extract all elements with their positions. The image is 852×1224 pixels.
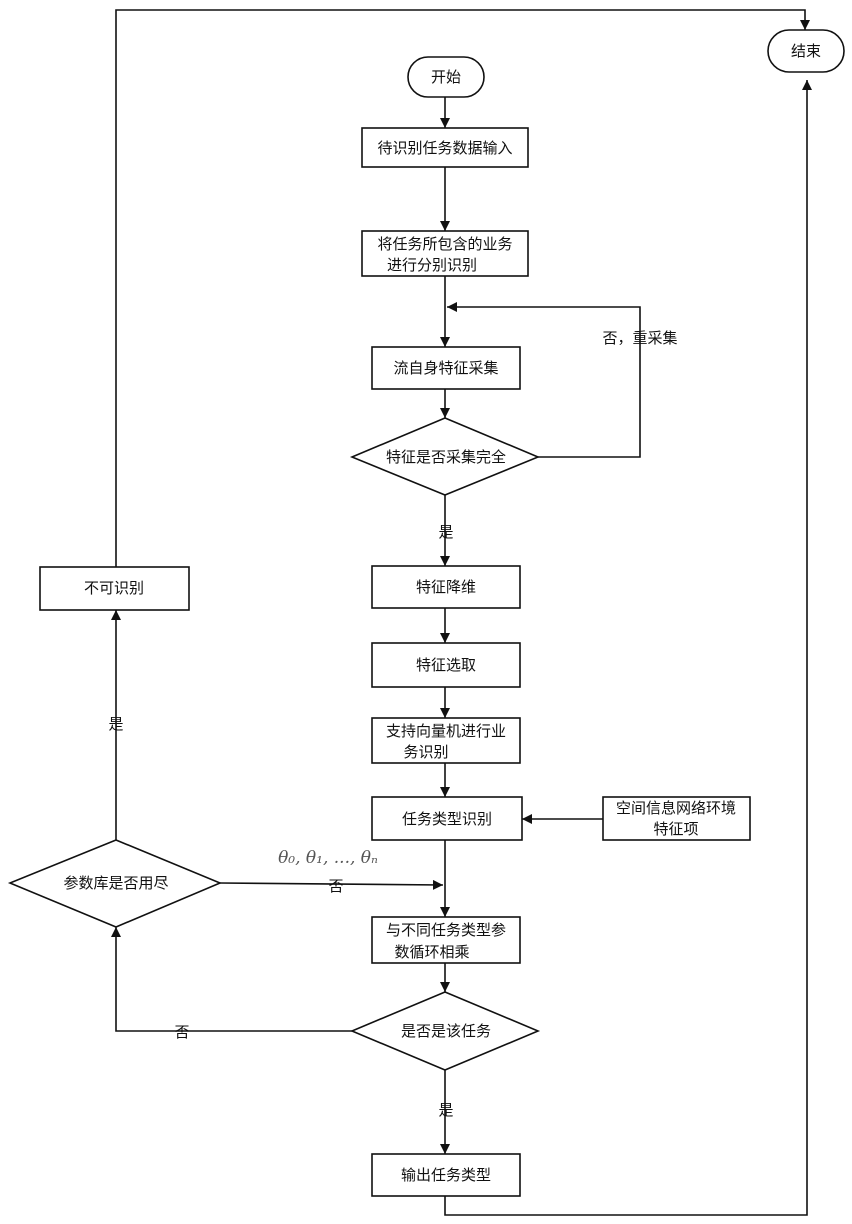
select-label: 特征选取	[416, 656, 476, 674]
edge-output-end	[444, 80, 812, 1216]
select-box: 特征选取	[371, 642, 521, 688]
type-recognize-label: 任务类型识别	[402, 810, 492, 828]
end-label: 结束	[791, 42, 821, 60]
unrecognizable-box: 不可识别	[39, 566, 190, 611]
complete-check-diamond: 特征是否采集完全	[349, 417, 541, 496]
reduce-box: 特征降维	[371, 565, 521, 609]
svm-label-line2: 务识别	[403, 743, 448, 761]
edge-label-no-params-left: 否	[328, 877, 343, 895]
collect-label: 流自身特征采集	[393, 359, 498, 377]
env-label-line2: 特征项	[653, 820, 698, 838]
output-label: 输出任务类型	[401, 1166, 491, 1184]
env-feature-box: 空间信息网络环境 特征项	[602, 796, 751, 841]
input-box: 待识别任务数据输入	[361, 127, 529, 168]
start-node: 开始	[407, 56, 485, 98]
is-task-diamond: 是否是该任务	[349, 991, 541, 1071]
edge-label-yes-output: 是	[438, 1101, 453, 1119]
edge-label-yes-complete: 是	[438, 523, 453, 541]
edge-recollect-loop	[447, 302, 641, 458]
edge-label-no-not-task: 否	[174, 1023, 189, 1041]
separate-label-line1: 将任务所包含的业务	[377, 235, 512, 253]
svm-label-line1: 支持向量机进行业	[386, 722, 506, 740]
edge-unrecognizable-end	[115, 9, 810, 567]
collect-box: 流自身特征采集	[371, 346, 521, 390]
end-node: 结束	[767, 29, 845, 73]
output-box: 输出任务类型	[371, 1153, 521, 1197]
env-label-line1: 空间信息网络环境	[616, 799, 736, 817]
edge-label-yes-exhausted: 是	[108, 715, 123, 733]
edge-not-task-loop	[111, 927, 352, 1032]
edge-label-no-recollect: 否，重采集	[602, 329, 677, 347]
param-exhausted-label: 参数库是否用尽	[63, 874, 168, 892]
multiply-label-line2: 数循环相乘	[394, 943, 469, 961]
edge-params-to-trunk	[219, 879, 444, 890]
reduce-label: 特征降维	[416, 578, 476, 596]
svm-box: 支持向量机进行业 务识别	[371, 717, 521, 764]
params-theta-label: θ₀, θ₁, ..., θₙ	[278, 848, 378, 868]
multiply-label-line1: 与不同任务类型参	[386, 921, 506, 939]
param-exhausted-diamond: 参数库是否用尽	[7, 839, 223, 928]
separate-box: 将任务所包含的业务 进行分别识别	[361, 230, 529, 277]
input-label: 待识别任务数据输入	[377, 139, 512, 157]
separate-label-line2: 进行分别识别	[387, 256, 477, 274]
type-recognize-box: 任务类型识别	[371, 796, 523, 841]
unrecognizable-label: 不可识别	[84, 579, 144, 597]
is-task-label: 是否是该任务	[401, 1022, 491, 1040]
multiply-box: 与不同任务类型参 数循环相乘	[371, 916, 521, 964]
start-label: 开始	[431, 68, 461, 86]
complete-check-label: 特征是否采集完全	[386, 448, 506, 466]
